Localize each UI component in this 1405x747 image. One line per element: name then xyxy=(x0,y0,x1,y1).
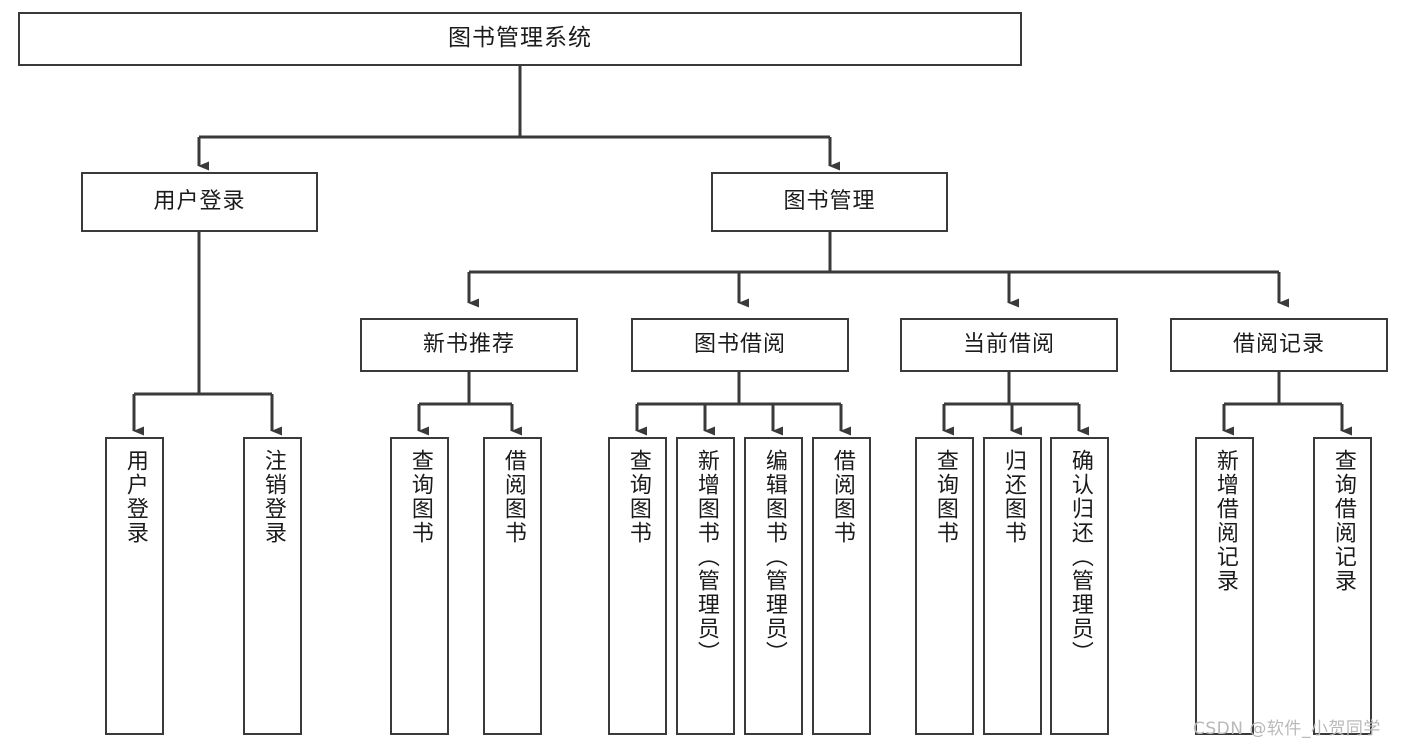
node-label: 归还图书 xyxy=(1000,449,1026,545)
node-leaf-add-record[interactable]: 新增借阅记录 xyxy=(1195,437,1254,735)
node-label: 查询图书 xyxy=(932,449,958,545)
node-label: 查询图书 xyxy=(625,449,651,545)
node-leaf-user-login[interactable]: 用户登录 xyxy=(105,437,164,735)
node-leaf-query-book-2[interactable]: 查询图书 xyxy=(608,437,667,735)
node-borrow-record[interactable]: 借阅记录 xyxy=(1170,318,1388,372)
node-label: 借阅记录 xyxy=(1232,332,1325,358)
node-label: 用户登录 xyxy=(122,449,148,545)
node-label: 新书推荐 xyxy=(422,332,515,358)
node-leaf-borrow-book-1[interactable]: 借阅图书 xyxy=(483,437,542,735)
node-label: 确认归还（管理员） xyxy=(1067,449,1093,665)
node-leaf-borrow-book-2[interactable]: 借阅图书 xyxy=(812,437,871,735)
node-leaf-edit-book[interactable]: 编辑图书（管理员） xyxy=(744,437,803,735)
node-label: 当前借阅 xyxy=(962,332,1055,358)
node-label: 新增图书（管理员） xyxy=(693,449,719,665)
node-current-borrow[interactable]: 当前借阅 xyxy=(900,318,1118,372)
node-label: 图书管理系统 xyxy=(448,25,592,52)
node-leaf-logout-login[interactable]: 注销登录 xyxy=(243,437,302,735)
node-label: 编辑图书（管理员） xyxy=(761,449,787,665)
node-label: 图书借阅 xyxy=(693,332,786,358)
node-label: 注销登录 xyxy=(260,449,286,545)
node-book-management[interactable]: 图书管理 xyxy=(711,172,948,232)
node-label: 用户登录 xyxy=(153,189,246,215)
node-leaf-add-book[interactable]: 新增图书（管理员） xyxy=(676,437,735,735)
node-leaf-confirm-return[interactable]: 确认归还（管理员） xyxy=(1050,437,1109,735)
node-leaf-return-book[interactable]: 归还图书 xyxy=(983,437,1042,735)
node-label: 图书管理 xyxy=(783,189,876,215)
node-label: 新增借阅记录 xyxy=(1212,449,1238,593)
node-new-book-recommend[interactable]: 新书推荐 xyxy=(360,318,578,372)
node-label: 借阅图书 xyxy=(829,449,855,545)
node-root-book-management-system[interactable]: 图书管理系统 xyxy=(18,12,1022,66)
node-leaf-query-book-3[interactable]: 查询图书 xyxy=(915,437,974,735)
node-leaf-query-book-1[interactable]: 查询图书 xyxy=(390,437,449,735)
node-label: 查询图书 xyxy=(407,449,433,545)
node-book-borrow[interactable]: 图书借阅 xyxy=(631,318,849,372)
node-leaf-query-record[interactable]: 查询借阅记录 xyxy=(1313,437,1372,735)
node-user-login[interactable]: 用户登录 xyxy=(81,172,318,232)
node-label: 查询借阅记录 xyxy=(1330,449,1356,593)
node-label: 借阅图书 xyxy=(500,449,526,545)
